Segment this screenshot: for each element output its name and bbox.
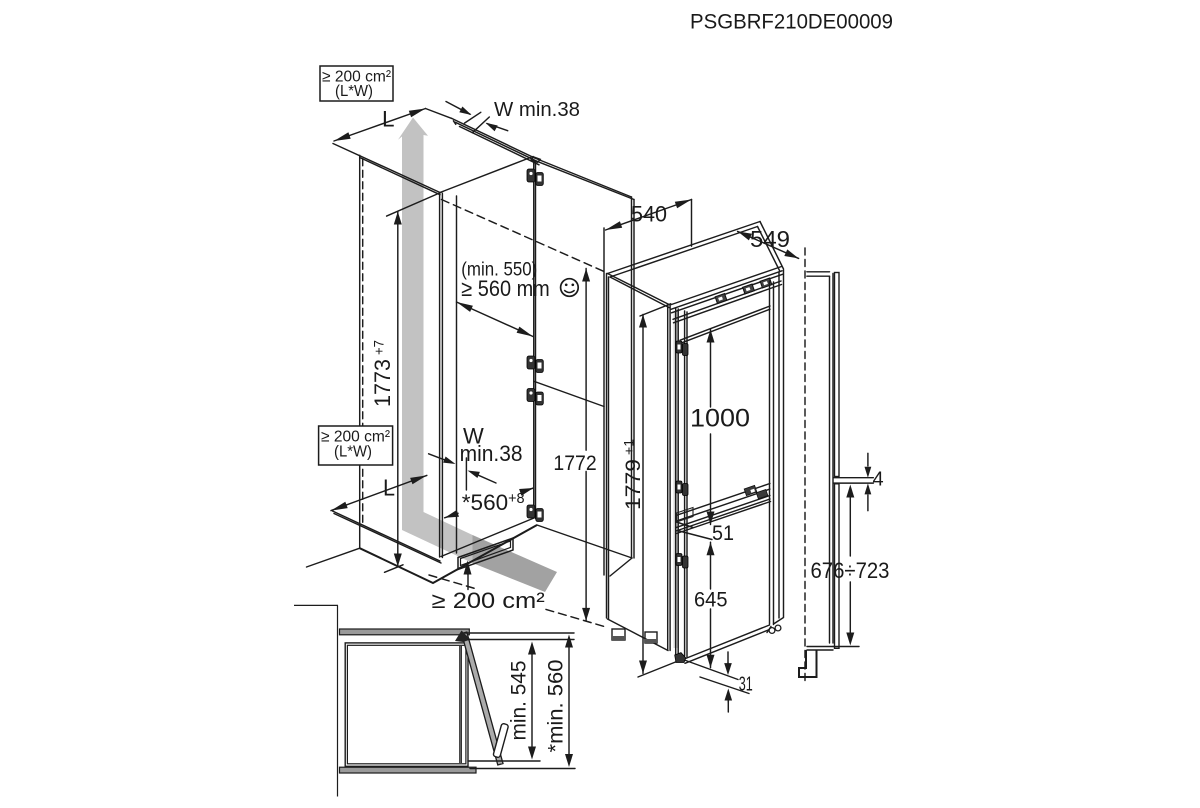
svg-text:L: L — [383, 475, 395, 501]
svg-text:1779: 1779 — [621, 459, 645, 510]
svg-text:*min. 560: *min. 560 — [544, 659, 568, 752]
svg-text:≥ 200 cm²: ≥ 200 cm² — [432, 588, 546, 613]
svg-text:W: W — [463, 423, 484, 448]
svg-text:≥ 200 cm²: ≥ 200 cm² — [321, 429, 391, 446]
svg-text:51: 51 — [712, 522, 734, 545]
svg-text:≥ 200 cm²: ≥ 200 cm² — [322, 69, 392, 86]
svg-text:+1: +1 — [622, 439, 637, 455]
svg-text:min. 545: min. 545 — [507, 660, 531, 740]
svg-text:1000: 1000 — [690, 405, 750, 433]
svg-text:1773: 1773 — [370, 359, 395, 407]
svg-text:1772: 1772 — [553, 451, 596, 475]
svg-text:(L*W): (L*W) — [335, 83, 373, 100]
svg-text:645: 645 — [694, 588, 728, 612]
svg-text:min.38: min.38 — [460, 441, 523, 466]
svg-text:676÷723: 676÷723 — [811, 558, 890, 583]
svg-text:540: 540 — [631, 202, 667, 227]
svg-text:31: 31 — [739, 673, 753, 696]
svg-text:≥ 560 mm: ≥ 560 mm — [461, 276, 550, 301]
svg-text:W min.38: W min.38 — [494, 98, 580, 121]
svg-text:L: L — [382, 107, 395, 132]
svg-text:(min. 550): (min. 550) — [461, 260, 537, 281]
svg-text:4: 4 — [873, 469, 884, 491]
svg-text:(L*W): (L*W) — [334, 444, 372, 461]
svg-text:549: 549 — [750, 226, 790, 252]
svg-text:PSGBRF210DE00009: PSGBRF210DE00009 — [690, 11, 893, 34]
svg-text:+7: +7 — [371, 340, 387, 355]
